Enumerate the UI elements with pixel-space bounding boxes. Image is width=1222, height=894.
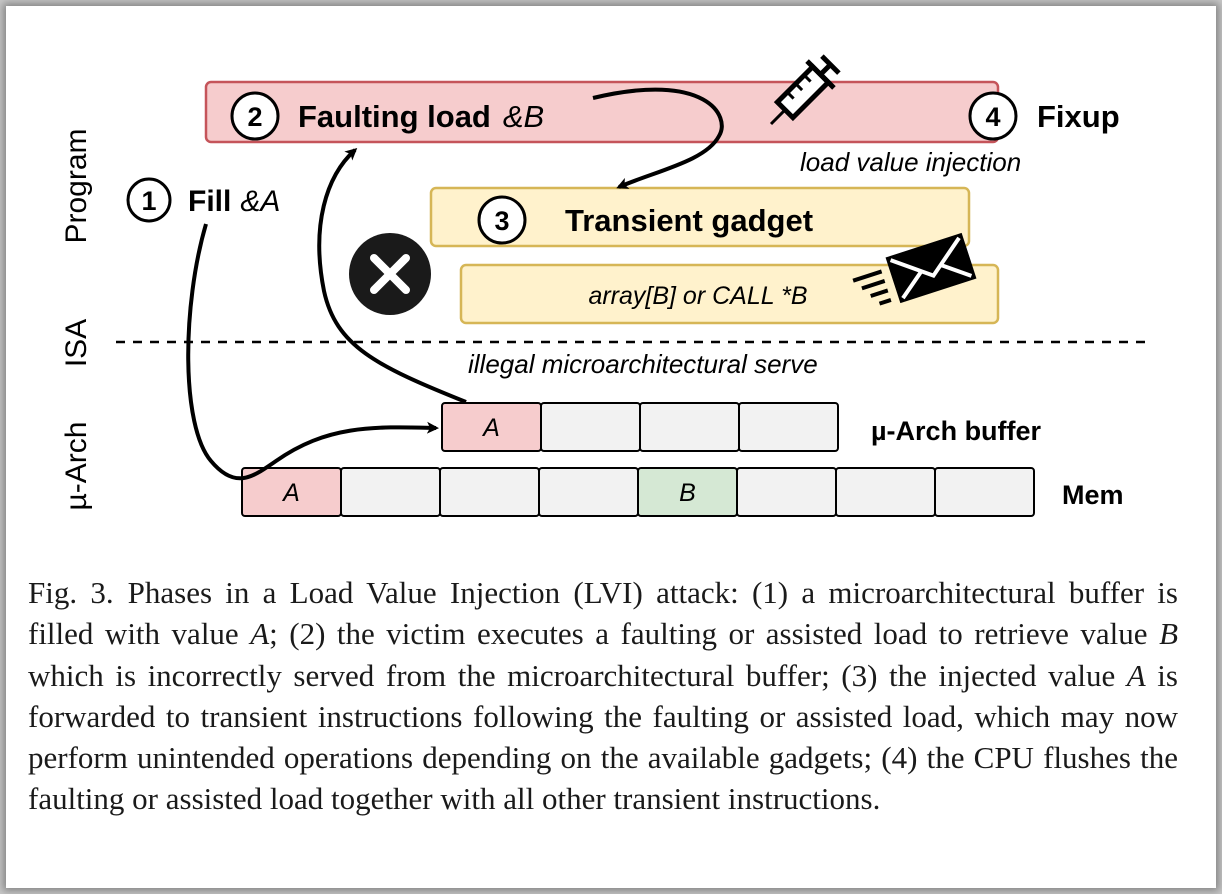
- lvi-diagram: Program ISA µ-Arch 2 Faulting load&B 4 F…: [60, 54, 1151, 517]
- caption-var-b: B: [1159, 616, 1178, 652]
- buffer-cell: [540, 402, 641, 452]
- step-2-circle: [230, 91, 280, 141]
- injection-label: load value injection: [800, 147, 1021, 177]
- step-1-circle: [126, 177, 172, 223]
- layer-label-uarch: µ-Arch: [60, 422, 93, 511]
- memory-cell: [439, 467, 540, 517]
- memory-cell-label: B: [679, 479, 696, 507]
- memory-cell: [934, 467, 1035, 517]
- fill-text: Fill&A: [188, 185, 280, 218]
- faulting-load-label: Faulting load: [298, 99, 491, 134]
- caption-var-a2: A: [1126, 657, 1146, 693]
- gadget-code-box: [459, 263, 1000, 325]
- step-4-circle: [968, 91, 1018, 141]
- figure-caption: Fig. 3.Phases in a Load Value Injection …: [28, 572, 1178, 820]
- transient-gadget-label: Transient gadget: [565, 203, 813, 238]
- close-icon: [349, 233, 431, 315]
- gadget-code-text: array[B] or CALL *B: [588, 282, 807, 310]
- faulting-load-operand: &B: [503, 99, 544, 134]
- memory-label: Mem: [1062, 480, 1124, 510]
- buffer-label: µ-Arch buffer: [871, 416, 1042, 446]
- buffer-cell: [738, 402, 839, 452]
- step-2-number: 2: [247, 102, 262, 132]
- caption-part-2: ; (2) the victim executes a faulting or …: [269, 616, 1160, 652]
- buffer-cell-label: A: [481, 414, 500, 442]
- envelope-icon: [852, 232, 977, 306]
- caption-var-a: A: [250, 616, 270, 652]
- fill-operand: &A: [240, 185, 280, 218]
- uarch-buffer: A: [441, 402, 839, 452]
- buffer-cell: [639, 402, 740, 452]
- step-3-circle: [477, 195, 527, 245]
- memory-cell-label: A: [281, 479, 300, 507]
- memory-cell: [340, 467, 441, 517]
- syringe-icon: [769, 54, 841, 126]
- layer-label-isa: ISA: [60, 319, 93, 367]
- transient-gadget-bar: [429, 186, 971, 248]
- fixup-label: Fixup: [1037, 99, 1120, 134]
- layer-label-program: Program: [60, 128, 93, 243]
- serve-arrow: [317, 147, 467, 404]
- caption-part-4: is forwarded to transient instructions f…: [28, 657, 1178, 817]
- memory-cell: [835, 467, 936, 517]
- caption-part-3: which is incorrectly served from the mic…: [28, 657, 1127, 693]
- fill-label: Fill: [188, 185, 231, 218]
- step-3-number: 3: [494, 206, 509, 236]
- caption-part-1: Phases in a Load Value Injection (LVI) a…: [28, 575, 1178, 652]
- caption-label: Fig. 3.: [28, 575, 114, 610]
- fill-arrow: [186, 223, 439, 481]
- serve-label: illegal microarchitectural serve: [468, 349, 818, 379]
- figure-frame: Program ISA µ-Arch 2 Faulting load&B 4 F…: [6, 6, 1216, 888]
- transient-forward-arrow: [592, 87, 724, 189]
- memory-cell: [538, 467, 639, 517]
- memory-cell: [736, 467, 837, 517]
- step-1-number: 1: [141, 186, 156, 216]
- step-4-number: 4: [985, 102, 1000, 132]
- caption-text: Fig. 3.Phases in a Load Value Injection …: [28, 572, 1178, 820]
- faulting-load-text: Faulting load&B: [298, 99, 544, 134]
